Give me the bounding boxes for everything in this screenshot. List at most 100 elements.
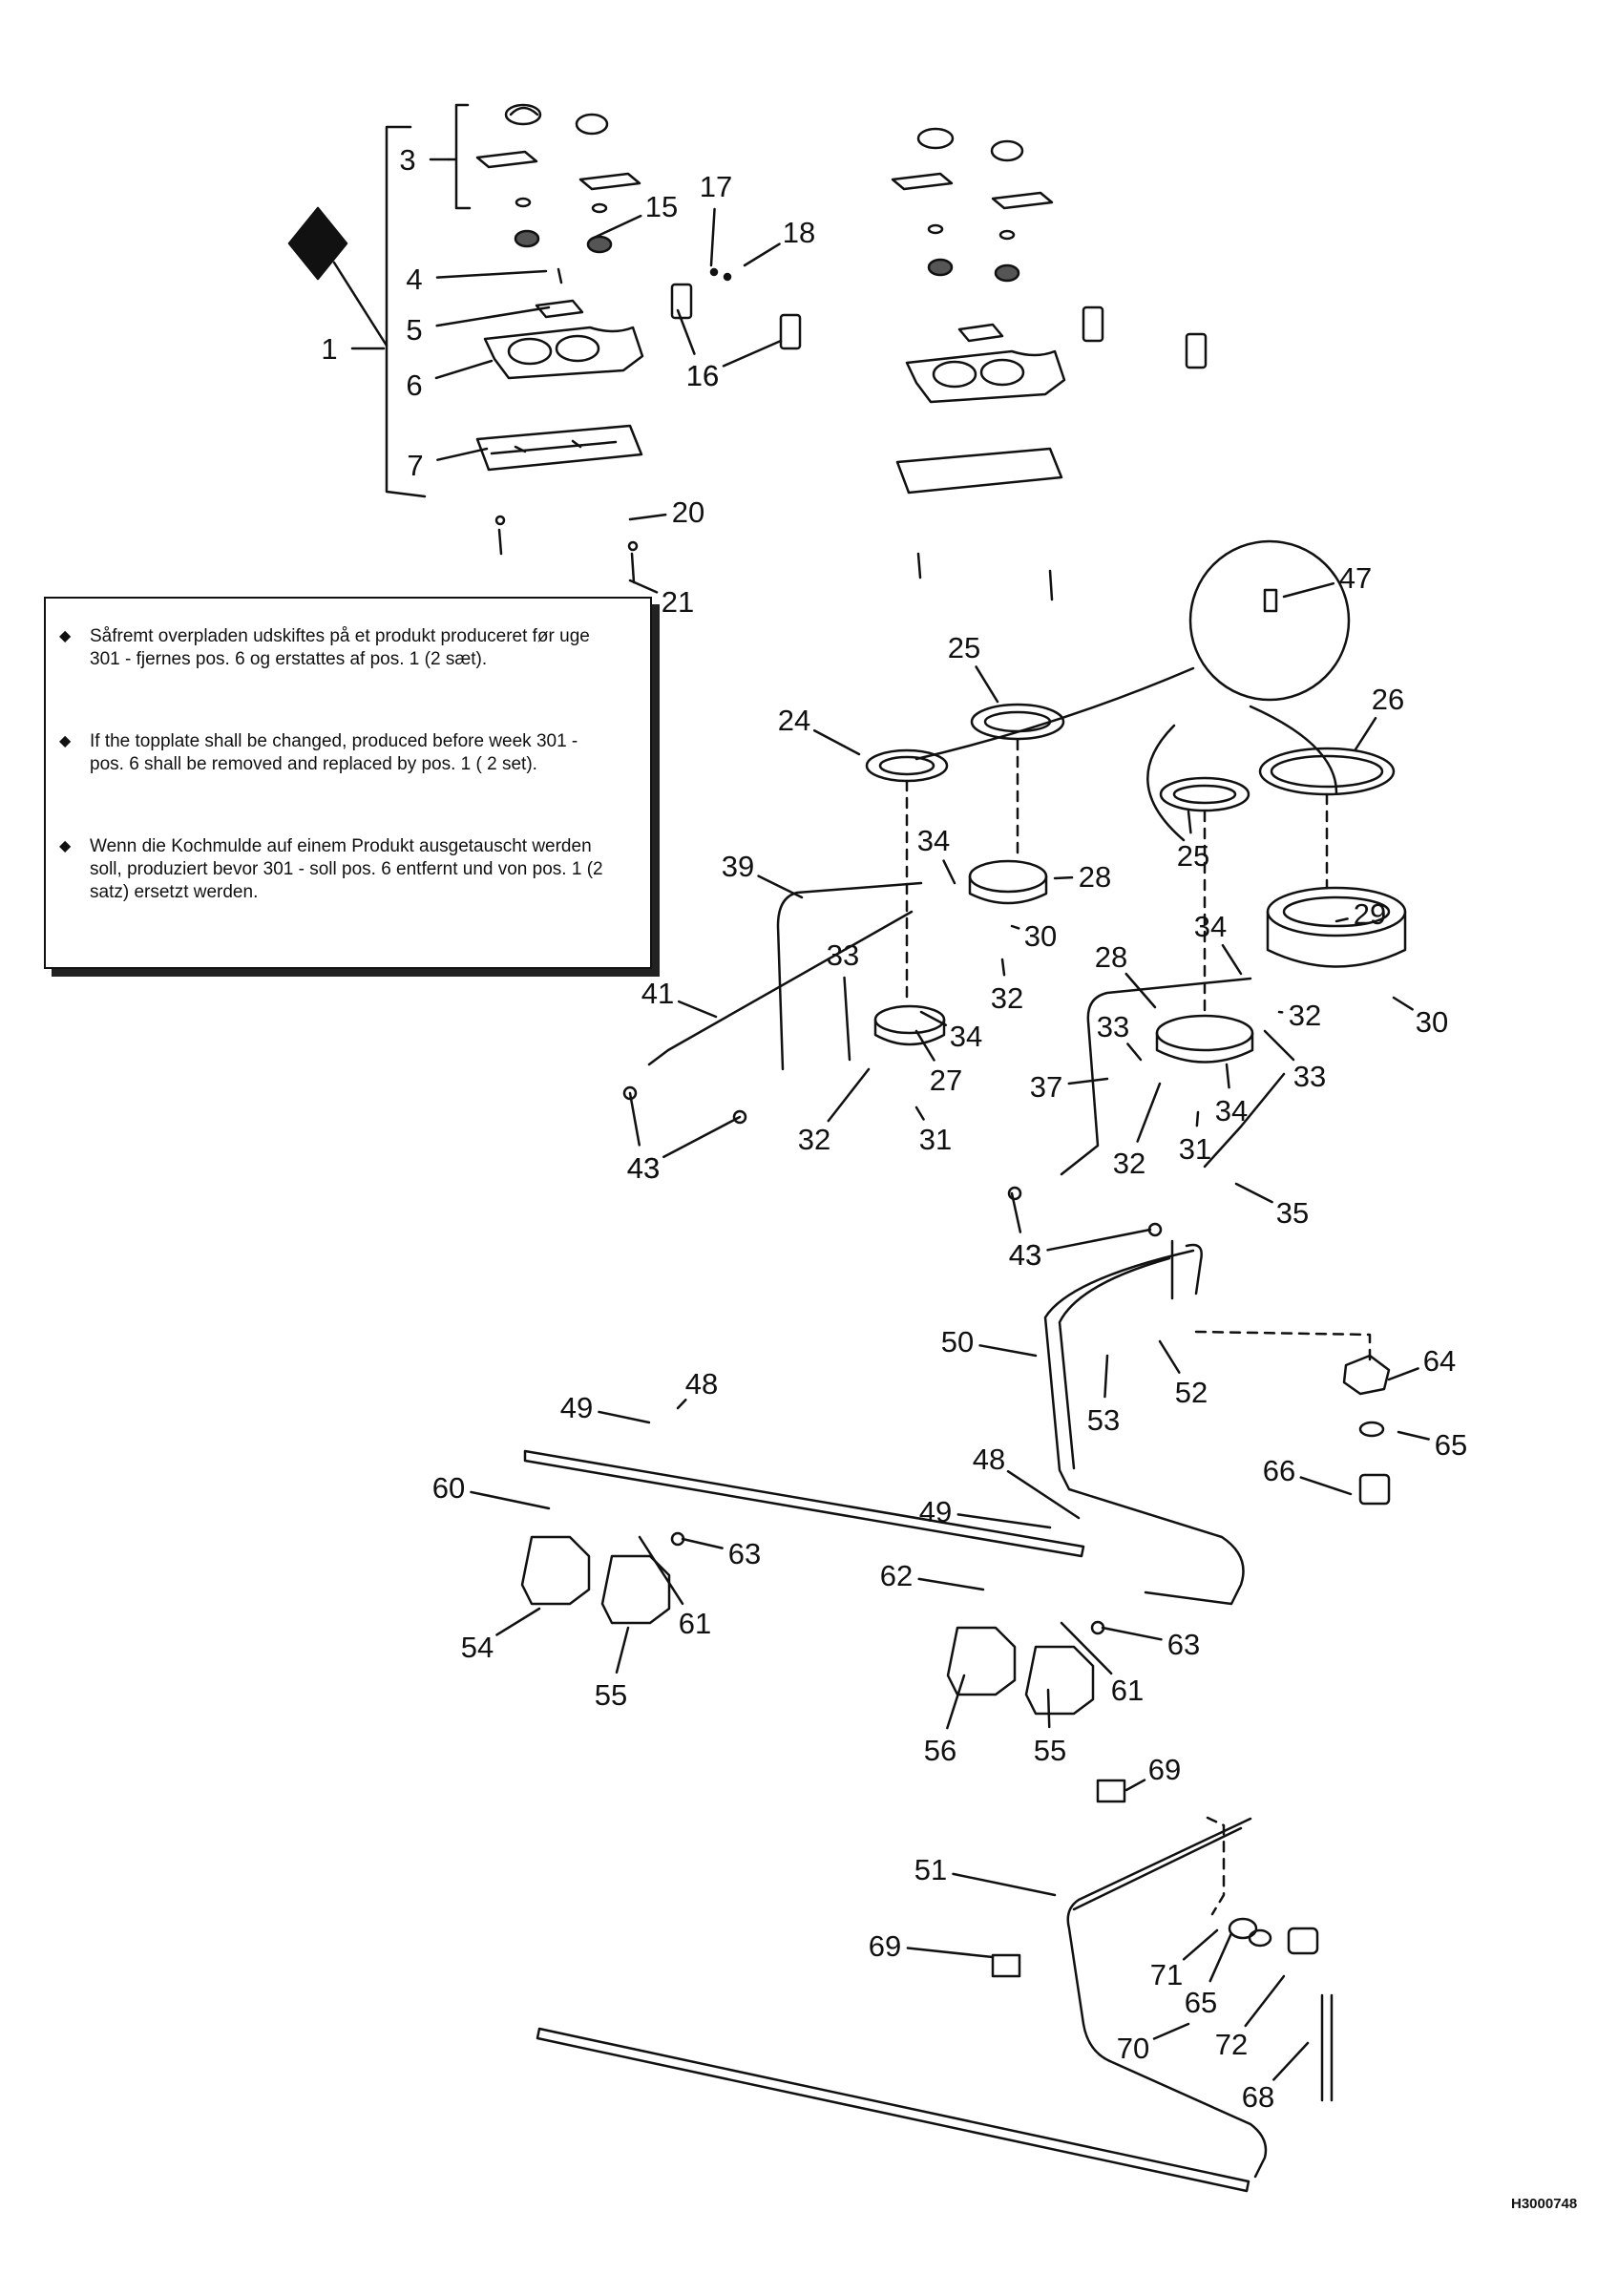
callout-label-17: 17 xyxy=(700,170,732,203)
callout-label-61: 61 xyxy=(679,1607,711,1640)
leader-line-18 xyxy=(745,244,780,265)
callout-label-63: 63 xyxy=(728,1537,761,1570)
callout-label-34: 34 xyxy=(1194,910,1227,943)
leader-line-35 xyxy=(1236,1184,1272,1202)
figure-code: H3000748 xyxy=(1511,2196,1577,2212)
callout-label-32: 32 xyxy=(991,981,1023,1015)
leader-line-43 xyxy=(663,1117,740,1157)
leader-line-43 xyxy=(1048,1230,1150,1250)
leader-line-7 xyxy=(437,449,487,460)
guide-lines xyxy=(907,740,1370,1914)
leader-line-32 xyxy=(829,1069,869,1121)
callout-label-34: 34 xyxy=(1215,1094,1248,1127)
callout-label-20: 20 xyxy=(672,495,704,529)
callout-label-24: 24 xyxy=(778,704,810,737)
callout-label-25: 25 xyxy=(1177,839,1209,873)
callout-label-53: 53 xyxy=(1087,1403,1120,1437)
callout-label-68: 68 xyxy=(1242,2080,1274,2114)
leader-line-43 xyxy=(630,1093,640,1145)
bracket-item-1 xyxy=(387,127,425,496)
top-assembly-left xyxy=(477,105,800,582)
leader-line-69 xyxy=(1126,1780,1145,1790)
callout-label-33: 33 xyxy=(1097,1010,1129,1043)
leader-line-48 xyxy=(678,1400,685,1408)
callout-label-64: 64 xyxy=(1423,1344,1456,1378)
callout-label-61: 61 xyxy=(1111,1674,1144,1707)
leader-line-30 xyxy=(1012,926,1019,928)
bracket-item-3 xyxy=(449,105,470,208)
callout-label-72: 72 xyxy=(1215,2028,1248,2061)
leader-line-33 xyxy=(1265,1031,1293,1060)
leader-line-31 xyxy=(1197,1112,1198,1126)
leader-line-15 xyxy=(592,216,641,239)
note-danish: ◆ Såfremt overpladen udskiftes på et pro… xyxy=(90,625,605,671)
leader-line-4 xyxy=(437,271,546,278)
callout-label-27: 27 xyxy=(930,1064,962,1097)
leader-line-30 xyxy=(1394,998,1413,1009)
leader-line-41 xyxy=(679,1001,716,1017)
leader-line-61 xyxy=(640,1537,683,1604)
callout-label-48: 48 xyxy=(973,1443,1005,1476)
callout-label-16: 16 xyxy=(686,359,719,392)
callout-label-30: 30 xyxy=(1024,919,1057,953)
callout-label-25: 25 xyxy=(948,631,980,664)
callout-label-32: 32 xyxy=(798,1123,830,1156)
callout-label-29: 29 xyxy=(1354,897,1386,931)
callout-label-30: 30 xyxy=(1416,1005,1448,1039)
callout-label-39: 39 xyxy=(722,850,754,883)
detail-circle-47 xyxy=(1190,541,1349,700)
callout-label-15: 15 xyxy=(645,190,678,223)
leader-line-25 xyxy=(977,666,998,702)
leader-line-34 xyxy=(944,861,955,883)
leader-line-62 xyxy=(919,1579,983,1590)
leader-line-70 xyxy=(1154,2024,1188,2039)
leader-line-55 xyxy=(1048,1690,1049,1727)
callout-label-32: 32 xyxy=(1289,999,1321,1032)
leader-line-55 xyxy=(617,1628,628,1673)
leader-line-34 xyxy=(1223,945,1241,974)
leader-line-47 xyxy=(1284,583,1334,597)
callout-label-55: 55 xyxy=(595,1678,627,1712)
callout-label-34: 34 xyxy=(950,1020,982,1053)
callout-label-47: 47 xyxy=(1339,561,1372,595)
callout-label-62: 62 xyxy=(880,1559,913,1592)
callout-label-65: 65 xyxy=(1185,1986,1217,2019)
note-german: ◆ Wenn die Kochmulde auf einem Produkt a… xyxy=(90,835,605,904)
callout-label-35: 35 xyxy=(1276,1196,1309,1230)
note-english: ◆ If the topplate shall be changed, prod… xyxy=(90,730,605,776)
callout-label-1: 1 xyxy=(321,332,337,366)
callout-label-48: 48 xyxy=(685,1367,718,1401)
callout-label-31: 31 xyxy=(919,1123,952,1156)
leader-line-52 xyxy=(1160,1341,1179,1373)
leader-line-49 xyxy=(958,1514,1050,1527)
leader-line-69 xyxy=(908,1948,993,1957)
leader-line-48 xyxy=(1008,1471,1079,1518)
callout-label-7: 7 xyxy=(407,449,423,482)
leader-line-31 xyxy=(916,1107,924,1119)
callout-label-28: 28 xyxy=(1079,860,1111,894)
gas-taps xyxy=(522,1356,1389,2100)
callout-label-56: 56 xyxy=(924,1734,956,1767)
leader-line-39 xyxy=(759,876,802,897)
leader-line-66 xyxy=(1301,1478,1351,1494)
callout-label-49: 49 xyxy=(919,1495,952,1528)
leader-line-71 xyxy=(1184,1930,1217,1959)
leader-line-54 xyxy=(496,1609,539,1634)
leader-line-68 xyxy=(1273,2043,1308,2079)
leader-line-33 xyxy=(1127,1043,1141,1060)
callout-label-37: 37 xyxy=(1030,1070,1062,1104)
callout-label-51: 51 xyxy=(914,1853,947,1886)
leader-line-64 xyxy=(1389,1368,1418,1380)
leader-line-6 xyxy=(436,361,492,378)
bullet-diamond-icon: ◆ xyxy=(59,835,71,858)
callout-label-34: 34 xyxy=(917,824,950,857)
callout-label-4: 4 xyxy=(406,263,422,296)
bullet-diamond-icon: ◆ xyxy=(59,730,71,753)
callout-label-55: 55 xyxy=(1034,1734,1066,1767)
callout-label-70: 70 xyxy=(1117,2032,1149,2065)
callout-label-65: 65 xyxy=(1435,1428,1467,1462)
callout-label-26: 26 xyxy=(1372,683,1404,716)
leader-line-21 xyxy=(630,580,657,592)
